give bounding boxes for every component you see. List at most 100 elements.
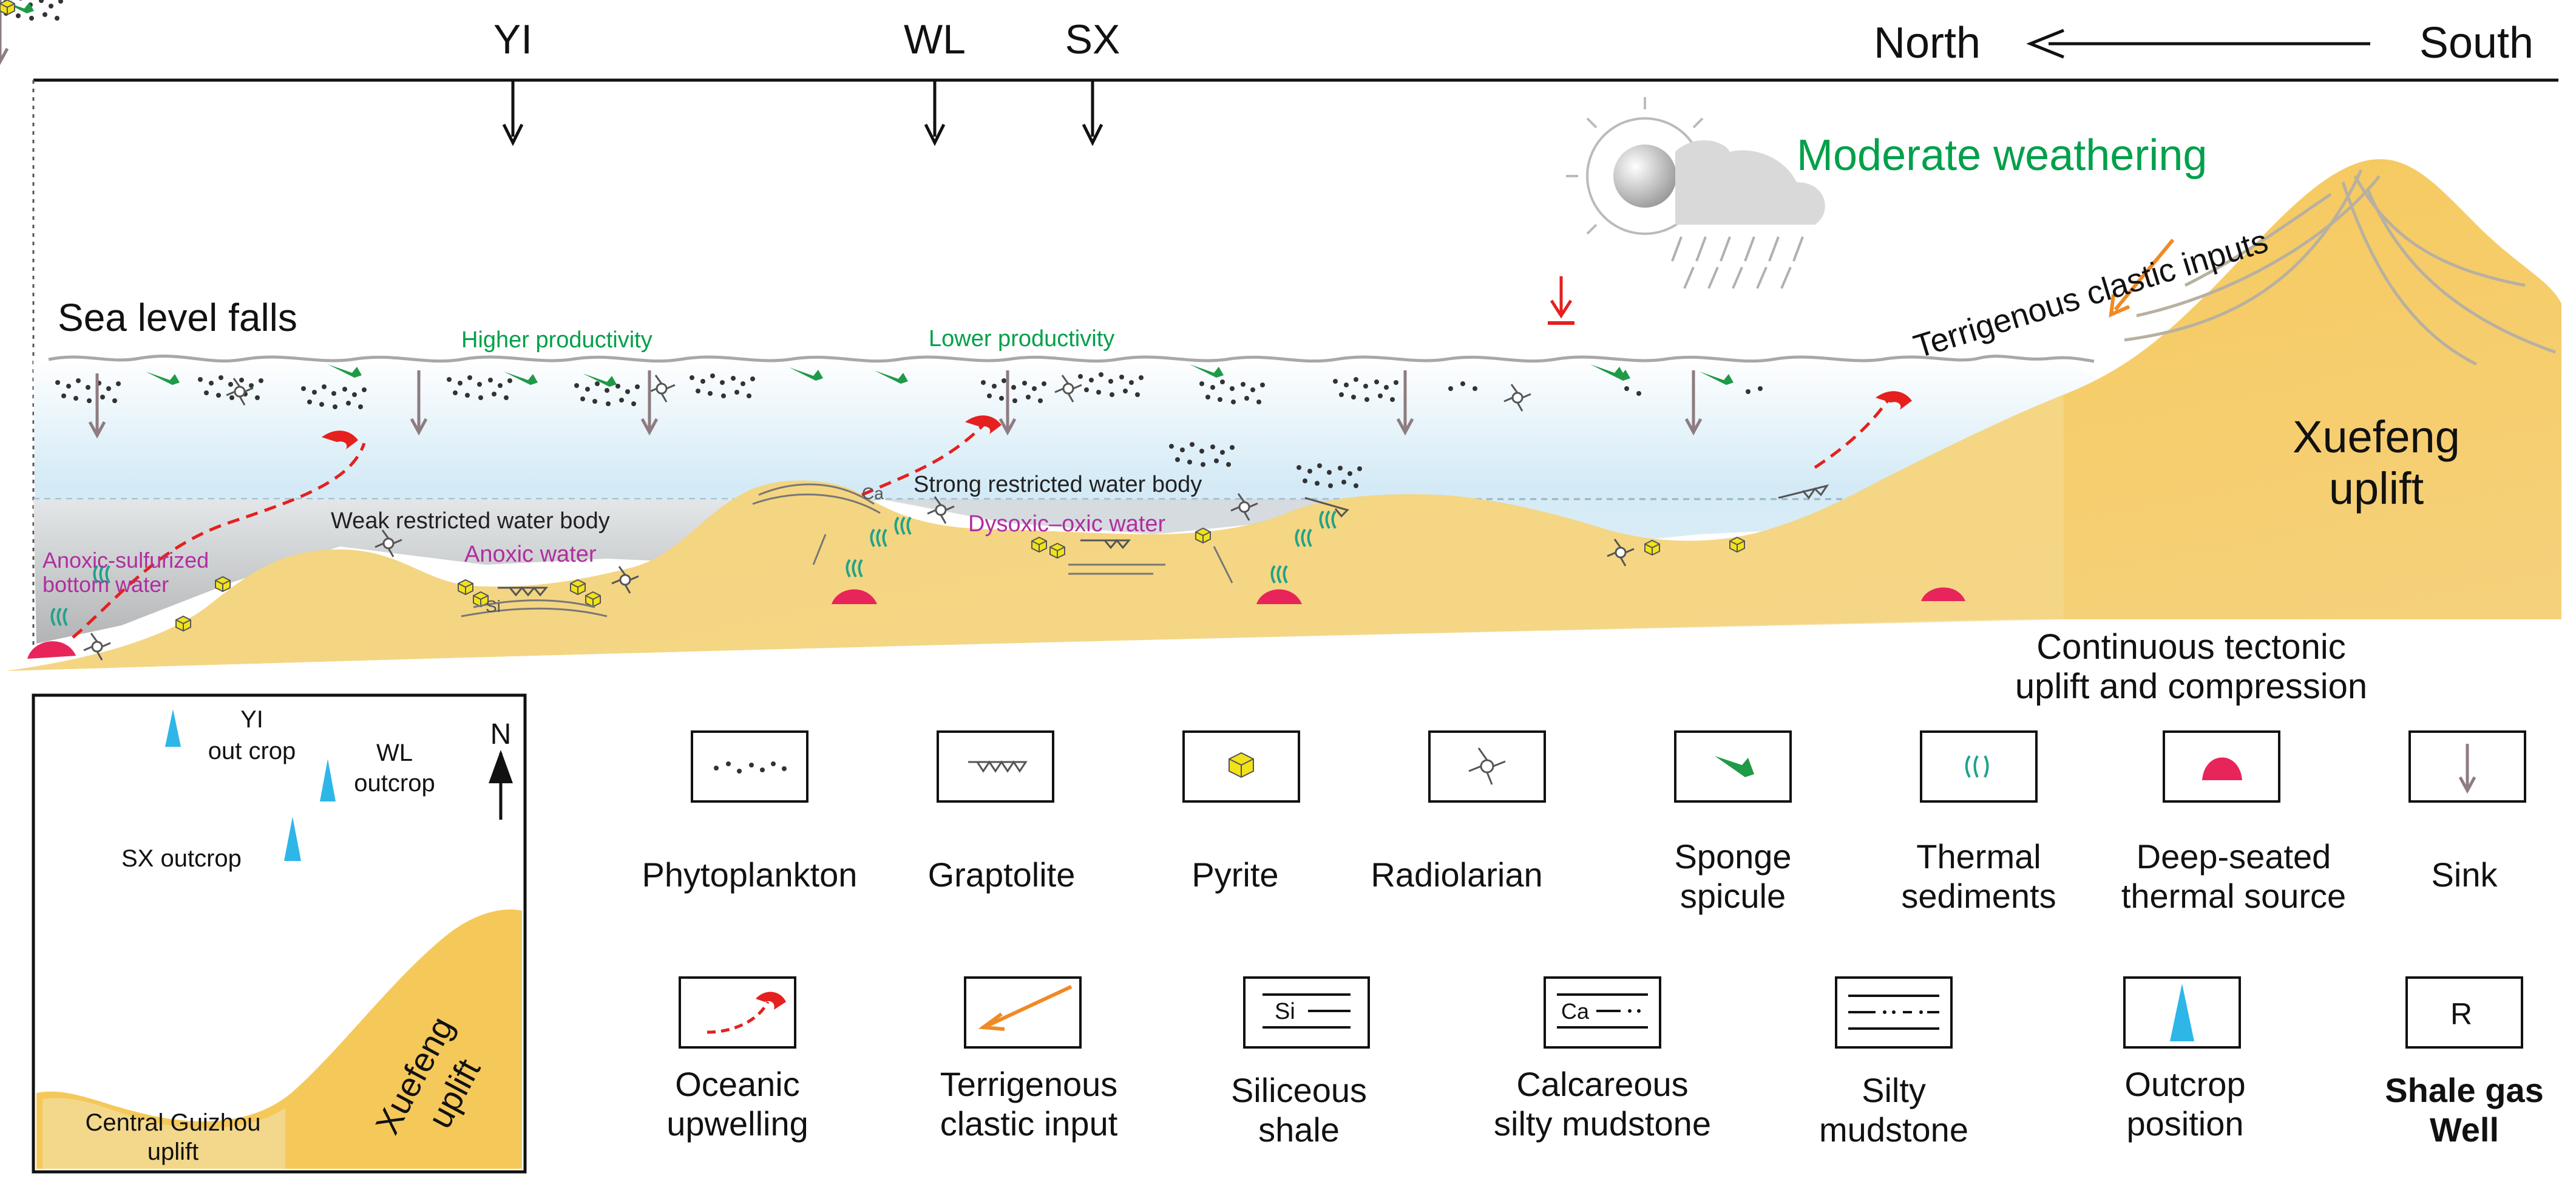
shale-lenses (461, 483, 1233, 618)
legend-label-outcrop-1: Outcrop (2124, 1065, 2245, 1103)
siliceous-shale-icon: Si (1263, 993, 1351, 1029)
sponge-spicule-icon (1715, 756, 1754, 777)
inset-wl-label-1: WL (376, 740, 413, 766)
inset-central-label-2: uplift (147, 1138, 199, 1165)
site-arrow-wl (924, 79, 946, 146)
legend-label-phytoplankton: Phytoplankton (642, 856, 858, 894)
legend-item-thermal-sediments: Thermal sediments (1901, 730, 2056, 915)
legend-label-calcareous-1: Calcareous (1516, 1065, 1688, 1103)
legend-label-siliceous-1: Siliceous (1231, 1071, 1367, 1109)
thermal-sources (27, 587, 1965, 659)
sea-floor-sediment (6, 395, 2064, 671)
tectonic-label-2: uplift and compression (2015, 667, 2367, 706)
sea-level-label: Sea level falls (58, 296, 297, 339)
legend-label-sponge-2: spicule (1680, 877, 1786, 915)
cross-section: Si Ca Moderate weathering Sea level fall… (0, 0, 2561, 706)
ca-lens-label: Ca (862, 484, 884, 503)
legend-item-sponge-spicule: Sponge spicule (1674, 730, 1792, 915)
weak-restricted-label: Weak restricted water body (331, 508, 610, 534)
legend-label-well-1: Shale gas (2385, 1071, 2543, 1109)
oceanic-upwelling (72, 391, 1912, 639)
legend-item-clastic-input: Terrigenous clastic input (940, 976, 1118, 1143)
inset-wl-label-2: outcrop (354, 770, 435, 797)
legend-item-graptolite: Graptolite (928, 730, 1076, 894)
inset-north-arrow (489, 750, 513, 820)
legend-label-radiolarian: Radiolarian (1371, 856, 1542, 894)
header: YI WL SX North South (32, 16, 2558, 656)
calcareous-mudstone-icon: Ca (1557, 993, 1648, 1029)
legend-label-siliceous-2: shale (1258, 1111, 1340, 1149)
sx-outcrop-icon (284, 817, 301, 861)
legend-label-thermal-1: Thermal (1916, 837, 2041, 876)
graptolite-icon (968, 760, 1028, 773)
xuefeng-label-2: uplift (2329, 463, 2424, 514)
uplift-fold-lines (2124, 169, 2556, 366)
legend-item-radiolarian: Radiolarian (1371, 730, 1546, 894)
wl-outcrop-icon (320, 759, 336, 801)
legend-item-shale-gas-well: R Shale gas Well (2385, 976, 2544, 1149)
inset-north-label: N (490, 718, 512, 750)
yi-outcrop-icon (165, 709, 181, 747)
legend: Phytoplankton Graptolite Pyrite Radiolar… (642, 730, 2544, 1149)
site-label-wl: WL (904, 16, 966, 63)
site-label-sx: SX (1065, 16, 1120, 63)
legend-label-well-2: Well (2430, 1111, 2499, 1149)
clastic-input-icon (978, 985, 1073, 1031)
legend-item-thermal-source: Deep-seated thermal source (2121, 730, 2346, 915)
legend-item-siliceous-shale: Si Siliceous shale (1231, 976, 1370, 1149)
inset-sx-label: SX outcrop (121, 845, 242, 872)
legend-label-clastic-1: Terrigenous (940, 1065, 1118, 1103)
legend-item-calcareous-mudstone: Ca Calcareous silty mudstone (1494, 976, 1711, 1143)
legend-item-sink: Sink (2408, 730, 2526, 894)
upwelling-icon (707, 992, 786, 1034)
legend-label-sponge-1: Sponge (1674, 837, 1791, 876)
legend-item-phytoplankton: Phytoplankton (642, 730, 858, 894)
silty-mudstone-icon (1848, 995, 1939, 1030)
si-lens-label: Si (486, 597, 501, 616)
phytoplankton-icon (714, 761, 787, 774)
sea-level-marker (1548, 276, 1574, 325)
legend-label-graptolite: Graptolite (928, 856, 1076, 894)
site-arrow-sx (1082, 79, 1103, 146)
site-arrow-yi (502, 79, 524, 146)
thermal-source-icon (2202, 757, 2242, 780)
legend-label-clastic-2: clastic input (940, 1104, 1118, 1143)
terrigenous-input-arrow (2109, 239, 2175, 318)
legend-label-pyrite: Pyrite (1191, 856, 1278, 894)
legend-label-thermal-2: sediments (1901, 877, 2056, 915)
legend-label-calcareous-2: silty mudstone (1494, 1104, 1711, 1143)
site-label-yi: YI (493, 16, 532, 63)
inset-map: N YI out crop WL outcrop SX outcrop Xuef… (32, 693, 527, 1174)
legend-label-upwelling-2: upwelling (666, 1104, 808, 1143)
direction-arrow (2026, 29, 2370, 59)
legend-item-upwelling: Oceanic upwelling (666, 976, 808, 1143)
legend-label-outcrop-2: position (2126, 1104, 2243, 1143)
radiolarian-icon (1468, 747, 1506, 785)
shale-gas-well-icon: R (2450, 997, 2472, 1031)
outcrop-icon (2170, 984, 2194, 1041)
anoxic-sulfurized-label-1: Anoxic-sulfurized (42, 548, 209, 573)
inset-yi-label-2: out crop (208, 738, 296, 764)
pyrite-layer (0, 0, 1745, 631)
restricted-bottom-water (33, 499, 771, 644)
graptolite-layer (498, 484, 1829, 597)
inset-central-label-1: Central Guizhou (85, 1109, 260, 1136)
sink-arrows (0, 0, 1701, 435)
legend-label-thermal-source-1: Deep-seated (2137, 837, 2331, 876)
legend-item-pyrite: Pyrite (1182, 730, 1300, 894)
legend-item-outcrop: Outcrop position (2123, 976, 2246, 1143)
legend-label-upwelling-1: Oceanic (675, 1065, 799, 1103)
legend-label-sink: Sink (2432, 856, 2498, 894)
legend-label-silty-1: Silty (1862, 1071, 1926, 1109)
lower-productivity-label: Lower productivity (929, 326, 1114, 352)
inset-uplift (36, 909, 522, 1169)
inset-central-uplift (42, 1098, 285, 1169)
weather-icon (1566, 97, 1825, 289)
sea-surface (48, 355, 2095, 363)
inset-yi-label-1: YI (240, 706, 263, 733)
thermal-sediments-icon (1965, 755, 1989, 778)
xuefeng-label-1: Xuefeng (2293, 412, 2460, 462)
pyrite-icon (1229, 752, 1254, 778)
legend-label-thermal-source-2: thermal source (2121, 877, 2346, 915)
